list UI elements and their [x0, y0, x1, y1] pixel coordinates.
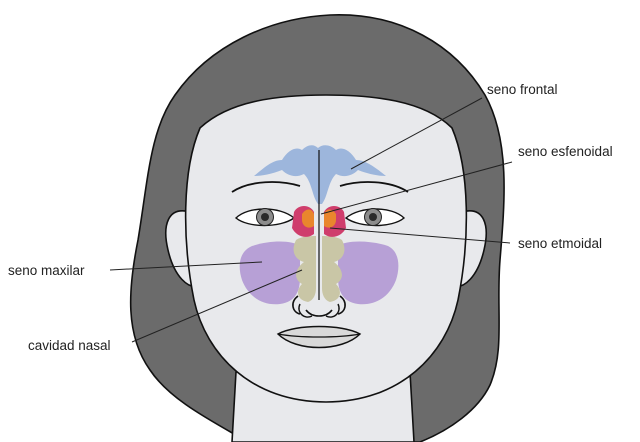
label-frontal-sinus: seno frontal: [487, 82, 558, 97]
label-maxillary-sinus: seno maxilar: [8, 263, 85, 278]
label-sphenoid-sinus: seno esfenoidal: [518, 144, 613, 159]
label-ethmoid-sinus: seno etmoidal: [518, 236, 602, 251]
label-nasal-cavity: cavidad nasal: [28, 338, 111, 353]
